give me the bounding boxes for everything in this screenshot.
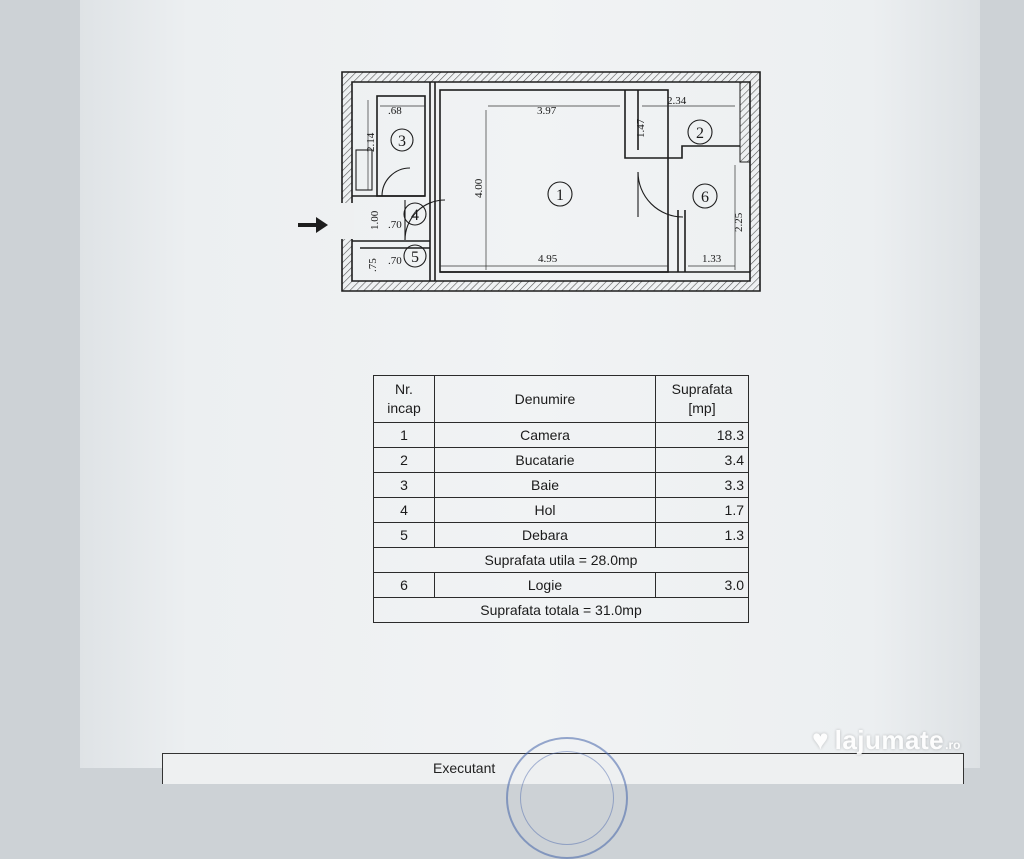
row-area: 1.3	[655, 522, 749, 548]
dim-234: 2.34	[667, 95, 687, 107]
entry-opening	[340, 203, 354, 239]
room-3-circle	[390, 128, 414, 152]
lajumate-watermark: ♥ lajumate .ro	[812, 722, 960, 758]
floor-plan: .68 3.97 2.34 2.14 1.47 4.00 1.00 .70 .7…	[298, 71, 761, 292]
loggia-wall	[739, 81, 751, 163]
row-nr: 5	[373, 522, 435, 548]
row-area: 3.4	[655, 447, 749, 473]
bath-door-swing	[381, 167, 411, 197]
row-name: Baie	[434, 472, 656, 498]
dim-070-b: .70	[388, 255, 402, 267]
table-row: 4 Hol 1.7	[373, 497, 749, 523]
total-text: Suprafata totala = 31.0mp	[373, 597, 749, 623]
room-5-circle	[403, 244, 427, 268]
hall-door-swing	[404, 199, 446, 241]
row-name: Debara	[434, 522, 656, 548]
area-table: Nr.incap Denumire Suprafata[mp] 1 Camera…	[373, 375, 749, 623]
row-area: 3.0	[655, 572, 749, 598]
table-row: 6 Logie 3.0	[373, 572, 749, 598]
heart-icon: ♥	[812, 724, 829, 755]
table-row: 2 Bucatarie 3.4	[373, 447, 749, 473]
room-6-label: 6	[701, 189, 709, 206]
dim-147: 1.47	[635, 118, 647, 138]
subtotal-row: Suprafata utila = 28.0mp	[373, 547, 749, 573]
header-area: Suprafata[mp]	[655, 375, 749, 423]
room-3-label: 3	[398, 133, 406, 150]
bathtub	[355, 149, 373, 191]
room-1-circle	[547, 181, 573, 207]
subtotal-text: Suprafata utila = 28.0mp	[373, 547, 749, 573]
row-nr: 2	[373, 447, 435, 473]
dim-214: 2.14	[365, 132, 377, 152]
table-row: 1 Camera 18.3	[373, 422, 749, 448]
dim-070-a: .70	[388, 219, 402, 231]
dim-068: .68	[388, 105, 402, 117]
room-4-label: 4	[411, 207, 419, 224]
loggia-door-swing	[637, 171, 684, 218]
room-1-label: 1	[556, 187, 564, 204]
watermark-brand: lajumate	[834, 724, 945, 755]
dim-075: .75	[367, 258, 379, 272]
dim-397: 3.97	[537, 105, 557, 117]
kitchen-walls	[624, 90, 740, 159]
watermark-suffix: .ro	[945, 738, 961, 752]
dim-400: 4.00	[473, 178, 485, 198]
row-area: 18.3	[655, 422, 749, 448]
row-nr: 3	[373, 472, 435, 498]
room-2-circle	[687, 119, 713, 145]
dim-100: 1.00	[369, 210, 381, 230]
table-row: 5 Debara 1.3	[373, 522, 749, 548]
row-name: Hol	[434, 497, 656, 523]
header-name: Denumire	[434, 375, 656, 423]
stamp-seal	[506, 737, 628, 859]
dim-495: 4.95	[538, 253, 558, 265]
row-nr: 6	[373, 572, 435, 598]
table-row: 3 Baie 3.3	[373, 472, 749, 498]
dim-225: 2.25	[733, 212, 745, 232]
room-4-circle	[403, 202, 427, 226]
row-name: Camera	[434, 422, 656, 448]
row-name: Logie	[434, 572, 656, 598]
table-header-row: Nr.incap Denumire Suprafata[mp]	[373, 375, 749, 423]
dim-133: 1.33	[702, 253, 722, 265]
row-area: 1.7	[655, 497, 749, 523]
room-5-label: 5	[411, 249, 419, 266]
header-nr: Nr.incap	[373, 375, 435, 423]
row-nr: 4	[373, 497, 435, 523]
stamp-inner-ring	[520, 751, 614, 845]
room-6-circle	[692, 183, 718, 209]
executant-label: Executant	[433, 760, 496, 776]
row-name: Bucatarie	[434, 447, 656, 473]
row-nr: 1	[373, 422, 435, 448]
entry-arrow-icon	[298, 217, 328, 233]
room-2-label: 2	[696, 125, 704, 142]
row-area: 3.3	[655, 472, 749, 498]
total-row: Suprafata totala = 31.0mp	[373, 597, 749, 623]
